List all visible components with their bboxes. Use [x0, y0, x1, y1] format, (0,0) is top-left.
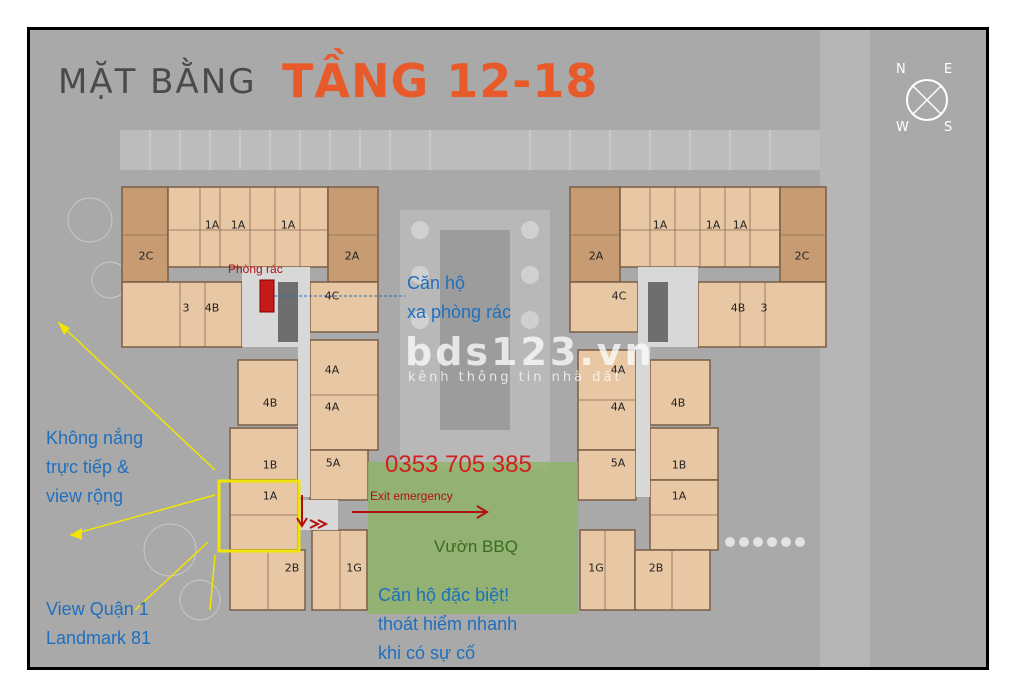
unit-label: 2B [648, 561, 664, 575]
unit-label: 4A [610, 363, 626, 377]
right-garden-dots [725, 537, 805, 547]
far-from-trash-line-1: Căn hộ [407, 273, 466, 293]
floor-plan-drawing [30, 30, 986, 667]
trash-room-label: Phòng rác [228, 262, 283, 276]
unit-label: 2B [284, 561, 300, 575]
view-pointer-lines [57, 321, 216, 611]
unit-label: 4B [262, 396, 278, 410]
unit-label: 4C [611, 289, 627, 303]
compass-south: S [944, 120, 953, 135]
unit-label: 3 [182, 301, 190, 315]
unit-label: 1A [671, 489, 687, 503]
bbq-garden [368, 462, 578, 614]
phone-number: 0353 705 385 [385, 451, 532, 478]
right-elevator [648, 282, 668, 342]
left-tower-walls [122, 187, 378, 610]
compass-circle [906, 79, 948, 121]
right-corridor [636, 347, 650, 497]
unit-label: 4A [324, 400, 340, 414]
pointer-arrow-1 [58, 322, 70, 335]
unit-label: 1A [230, 218, 246, 232]
left-core [242, 267, 310, 347]
no-sun-line-1: Không nắng [46, 428, 144, 448]
unit-label: 2A [344, 249, 360, 263]
unit-label: 3 [760, 301, 768, 315]
unit-label: 2C [138, 249, 154, 263]
unit-label: 4A [324, 363, 340, 377]
right-road [820, 30, 870, 667]
special-line-2: thoát hiểm nhanh [378, 614, 518, 634]
unit-label: 5A [610, 456, 626, 470]
special-line-1: Căn hộ đặc biệt! [378, 585, 510, 605]
top-parking-strip [120, 130, 820, 170]
left-exit-corridor [298, 500, 338, 530]
unit-label: 4B [204, 301, 220, 315]
unit-label: 4A [610, 400, 626, 414]
unit-label: 1A [262, 489, 278, 503]
unit-label: 1A [652, 218, 668, 232]
compass-east: E [944, 62, 953, 77]
page-title-floors: TẦNG 12-18 [282, 54, 599, 108]
garden-label: Vườn BBQ [434, 537, 518, 556]
view-line-2: Landmark 81 [46, 628, 152, 648]
unit-label: 1B [671, 458, 687, 472]
unit-label: 4C [324, 289, 340, 303]
unit-label: 2C [794, 249, 810, 263]
unit-label: 2A [588, 249, 604, 263]
exit-arrows [296, 495, 489, 529]
special-line-3: khi có sự cố [378, 643, 476, 663]
watermark-sub: kênh thông tin nhà đất [408, 370, 623, 385]
unit-label: 4B [670, 396, 686, 410]
highlight-box [217, 479, 301, 553]
trash-room [259, 279, 275, 313]
unit-label: 1A [204, 218, 220, 232]
compass-west: W [896, 120, 909, 135]
pointer-arrow-2 [70, 528, 82, 540]
page-title-prefix: MẶT BẰNG [58, 62, 257, 102]
floor-plan: MẶT BẰNG TẦNG 12-18 N E W S 1A 1A 1A 2C … [30, 30, 986, 667]
far-from-trash-line-2: xa phòng rác [407, 302, 512, 322]
compass-north: N [896, 62, 906, 77]
unit-label: 1G [588, 561, 604, 575]
unit-label: 1A [705, 218, 721, 232]
unit-label: 5A [325, 456, 341, 470]
unit-label: 1A [280, 218, 296, 232]
unit-label: 1A [732, 218, 748, 232]
left-corridor [298, 347, 310, 497]
parking-lines [149, 130, 771, 170]
pool [440, 230, 510, 430]
watermark-main: bds123.vn [405, 330, 655, 374]
unit-label: 1G [346, 561, 362, 575]
unit-label: 4B [730, 301, 746, 315]
exit-emergency-label: Exit emergency [370, 489, 453, 503]
no-sun-line-3: view rộng [46, 486, 124, 506]
view-line-1: View Quận 1 [46, 599, 149, 619]
right-tower-walls [570, 187, 826, 610]
unit-label: 1B [262, 458, 278, 472]
no-sun-line-2: trực tiếp & [46, 457, 130, 477]
left-elevator [278, 282, 298, 342]
compass-line-b [912, 85, 942, 115]
